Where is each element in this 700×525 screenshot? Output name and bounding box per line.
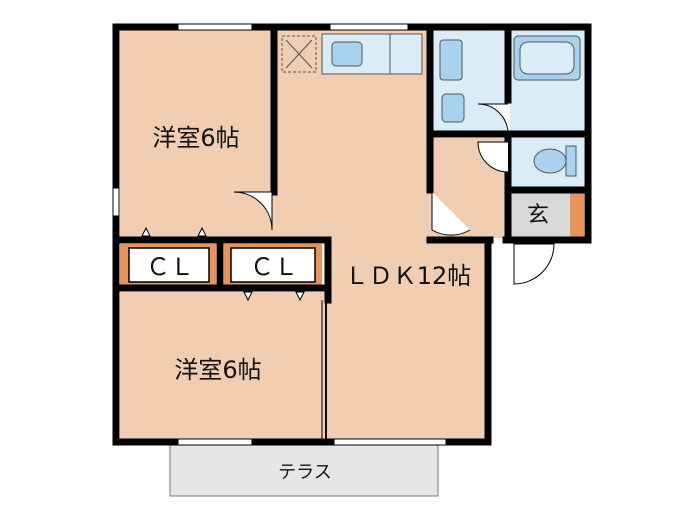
western-room-top-label: 洋室6帖: [152, 124, 239, 152]
closet-left-inner: [128, 247, 210, 283]
western-room-bottom-floor: [120, 292, 326, 440]
ldk-floor-lower: [326, 238, 486, 440]
ldk-label: ＬＤＫ12帖: [345, 262, 472, 290]
kitchen-sink-icon: [331, 41, 363, 67]
closet-right-label: ＣＬ: [250, 253, 298, 281]
refrigerator-space-icon: [281, 35, 317, 73]
closet-right-inner: [230, 247, 316, 283]
windows: [112, 23, 447, 446]
doors: [233, 103, 555, 285]
closet-left-label: ＣＬ: [146, 253, 194, 281]
western-room-bottom-label: 洋室6帖: [174, 356, 261, 384]
entrance-floor: [506, 190, 570, 238]
washing-machine-icon: [439, 39, 463, 81]
entrance-label: 玄: [527, 203, 549, 228]
vanity-icon: [441, 93, 465, 123]
toilet-tank-icon: [565, 145, 577, 177]
terrace-label: テラス: [278, 462, 332, 483]
shoe-closet: [570, 190, 584, 238]
toilet-bowl-icon: [533, 148, 567, 174]
western-room-top-floor: [120, 30, 274, 238]
terrace: [169, 439, 439, 497]
